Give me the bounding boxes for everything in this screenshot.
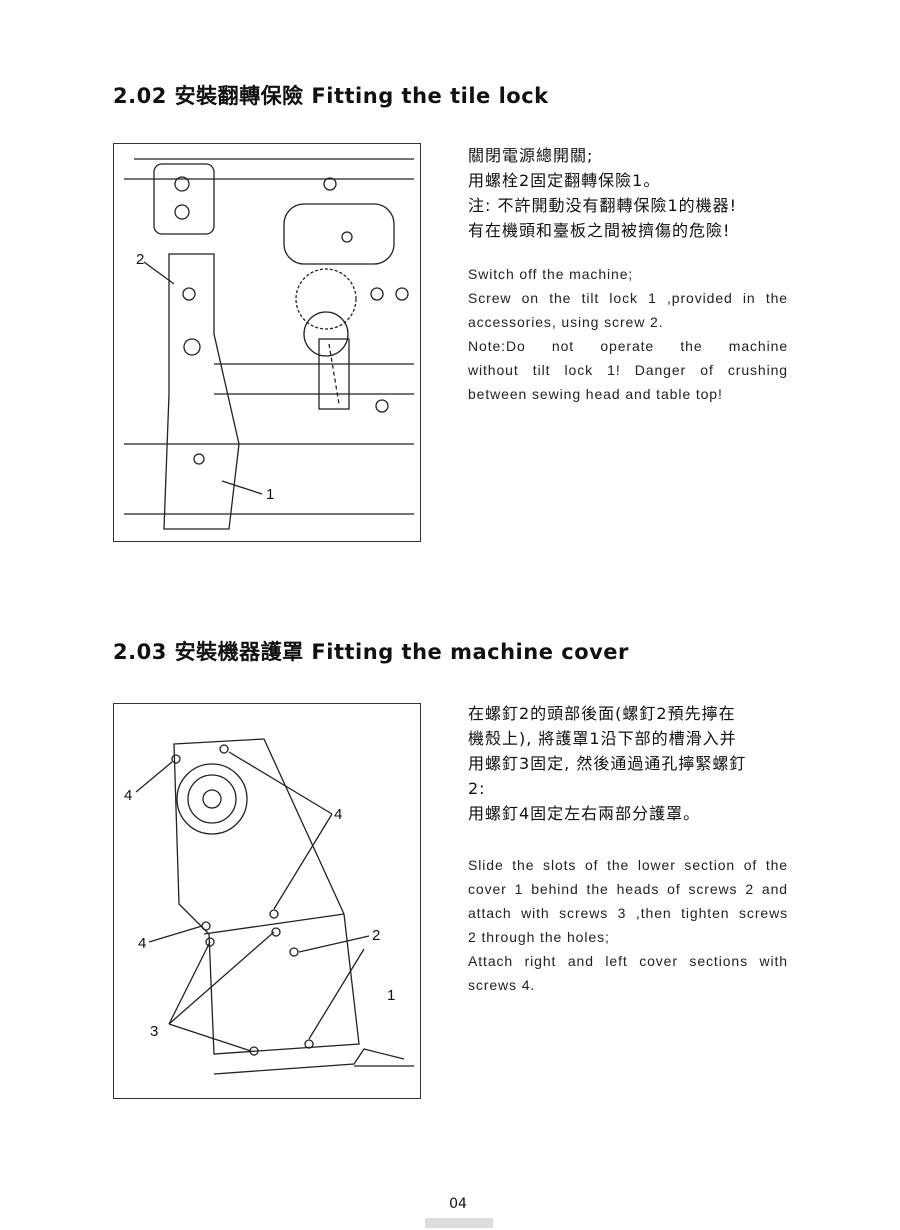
en-line: without tilt lock 1! Danger of crushing xyxy=(468,362,788,378)
callout-3: 3 xyxy=(150,1023,158,1040)
tilt-lock-english-text: Switch off the machine; Screw on the til… xyxy=(468,262,788,406)
en-line: cover 1 behind the heads of screws 2 and xyxy=(468,881,788,897)
zh-line: 關閉電源總開關; xyxy=(468,146,594,165)
machine-cover-illustration: 4 4 4 2 1 3 xyxy=(113,703,421,1099)
callout-1: 1 xyxy=(387,987,395,1004)
zh-line: 在螺釘2的頭部後面(螺釘2預先擰在 xyxy=(468,704,736,723)
callout-1: 1 xyxy=(266,486,274,503)
callout-2: 2 xyxy=(136,251,144,268)
en-line: between sewing head and table top! xyxy=(468,386,723,402)
machine-cover-english-text: Slide the slots of the lower section of … xyxy=(468,853,788,997)
en-line: Slide the slots of the lower section of … xyxy=(468,857,788,873)
callout-2: 2 xyxy=(372,927,380,944)
zh-line: 用螺釘4固定左右兩部分護罩。 xyxy=(468,804,701,823)
page-number: 04 xyxy=(449,1196,467,1212)
callout-4-right: 4 xyxy=(334,806,342,823)
callout-4-left-bottom: 4 xyxy=(138,935,146,952)
en-line: accessories, using screw 2. xyxy=(468,314,664,330)
footer-bar xyxy=(425,1218,493,1228)
tilt-lock-chinese-text: 關閉電源總開關; 用螺栓2固定翻轉保險1。 注: 不許開動没有翻轉保險1的機器!… xyxy=(468,143,788,243)
zh-line: 用螺釘3固定, 然後通過通孔擰緊螺釘 xyxy=(468,754,747,773)
section-heading-machine-cover: 2.03 安裝機器護罩 Fitting the machine cover xyxy=(113,640,629,664)
zh-line: 用螺栓2固定翻轉保險1。 xyxy=(468,171,661,190)
zh-line: 機殼上), 將護罩1沿下部的槽滑入并 xyxy=(468,729,737,748)
en-line: Note:Do not operate the machine xyxy=(468,338,788,354)
tilt-lock-illustration: 2 1 xyxy=(113,143,421,542)
en-line: Switch off the machine; xyxy=(468,266,634,282)
zh-line: 注: 不許開動没有翻轉保險1的機器! xyxy=(468,196,738,215)
en-line: Attach right and left cover sections wit… xyxy=(468,953,788,969)
machine-cover-chinese-text: 在螺釘2的頭部後面(螺釘2預先擰在 機殼上), 將護罩1沿下部的槽滑入并 用螺釘… xyxy=(468,701,788,826)
en-line: screws 4. xyxy=(468,977,536,993)
callout-4-left-top: 4 xyxy=(124,787,132,804)
zh-line: 2: xyxy=(468,779,486,798)
zh-line: 有在機頭和臺板之間被擠傷的危險! xyxy=(468,221,731,240)
en-line: Screw on the tilt lock 1 ,provided in th… xyxy=(468,290,788,306)
section-heading-tilt-lock: 2.02 安裝翻轉保險 Fitting the tile lock xyxy=(113,84,549,108)
en-line: attach with screws 3 ,then tighten screw… xyxy=(468,905,788,921)
en-line: 2 through the holes; xyxy=(468,929,610,945)
